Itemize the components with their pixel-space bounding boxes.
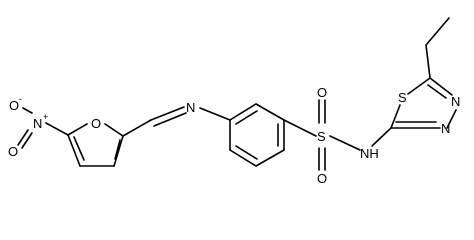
bond-s-c5 [407, 77, 431, 95]
bond-furan-o-c2 [104, 123, 124, 137]
atom-labels: O - N + O O N S O O NH S N N [8, 85, 460, 186]
atom-nitro-o: O [8, 144, 18, 159]
bond-nitro-o-double [17, 129, 29, 146]
bond-nitro-o-double-2 [21, 132, 33, 149]
atom-furan-o: O [91, 116, 101, 131]
bond-bz-4 [255, 149, 285, 167]
bond-nh-c2 [371, 127, 392, 147]
bond-n-benzene [199, 107, 231, 121]
bond-ch-n-1 [150, 106, 185, 121]
bond-n4-n3 [446, 109, 457, 129]
bond-furan-c4-c5b [73, 136, 85, 161]
atom-imine-n: N [186, 100, 195, 115]
bond-c5-n4-2 [427, 84, 447, 99]
bond-c2-s [390, 104, 401, 129]
atom-sulfonyl-s: S [317, 129, 326, 144]
atom-sulfonyl-o-bottom: O [317, 171, 327, 186]
atom-nitro-n: N [33, 116, 42, 131]
atom-amide-nh: NH [360, 146, 379, 161]
bond-furan-c4-c5 [67, 134, 81, 167]
bond-furan-ch [122, 119, 152, 137]
bond-ch-n-2 [153, 112, 187, 127]
bond-furan-c2-c3 [113, 135, 124, 167]
atom-thiadiazole-n4: N [451, 94, 460, 109]
atom-nitro-o-minus: O [9, 98, 19, 113]
bond-furan-c5-o [67, 123, 88, 136]
charge-minus: - [19, 94, 22, 104]
bond-nitro-to-furan [45, 122, 69, 136]
bond-bz-1 [229, 103, 257, 121]
bond-c5-n4-1 [429, 77, 453, 96]
atom-thiadiazole-s: S [398, 90, 407, 105]
bond-c5-ch2 [425, 44, 431, 79]
bond-bz-5 [229, 149, 257, 167]
atom-thiadiazole-n3: N [441, 121, 450, 136]
bond-furan-c3-c3b [114, 139, 121, 160]
bond-nitro-o-minus [22, 107, 33, 114]
bond-s-nh [329, 135, 361, 151]
bond-bz-2 [255, 103, 285, 121]
bond-bz-s [283, 119, 317, 137]
charge-plus: + [43, 112, 48, 122]
bond-ch2-ch3 [425, 17, 450, 46]
bond-bz-5i [235, 145, 258, 160]
atom-sulfonyl-o-top: O [317, 85, 327, 100]
bond-bz-1i [235, 110, 258, 125]
bonds [17, 17, 457, 171]
